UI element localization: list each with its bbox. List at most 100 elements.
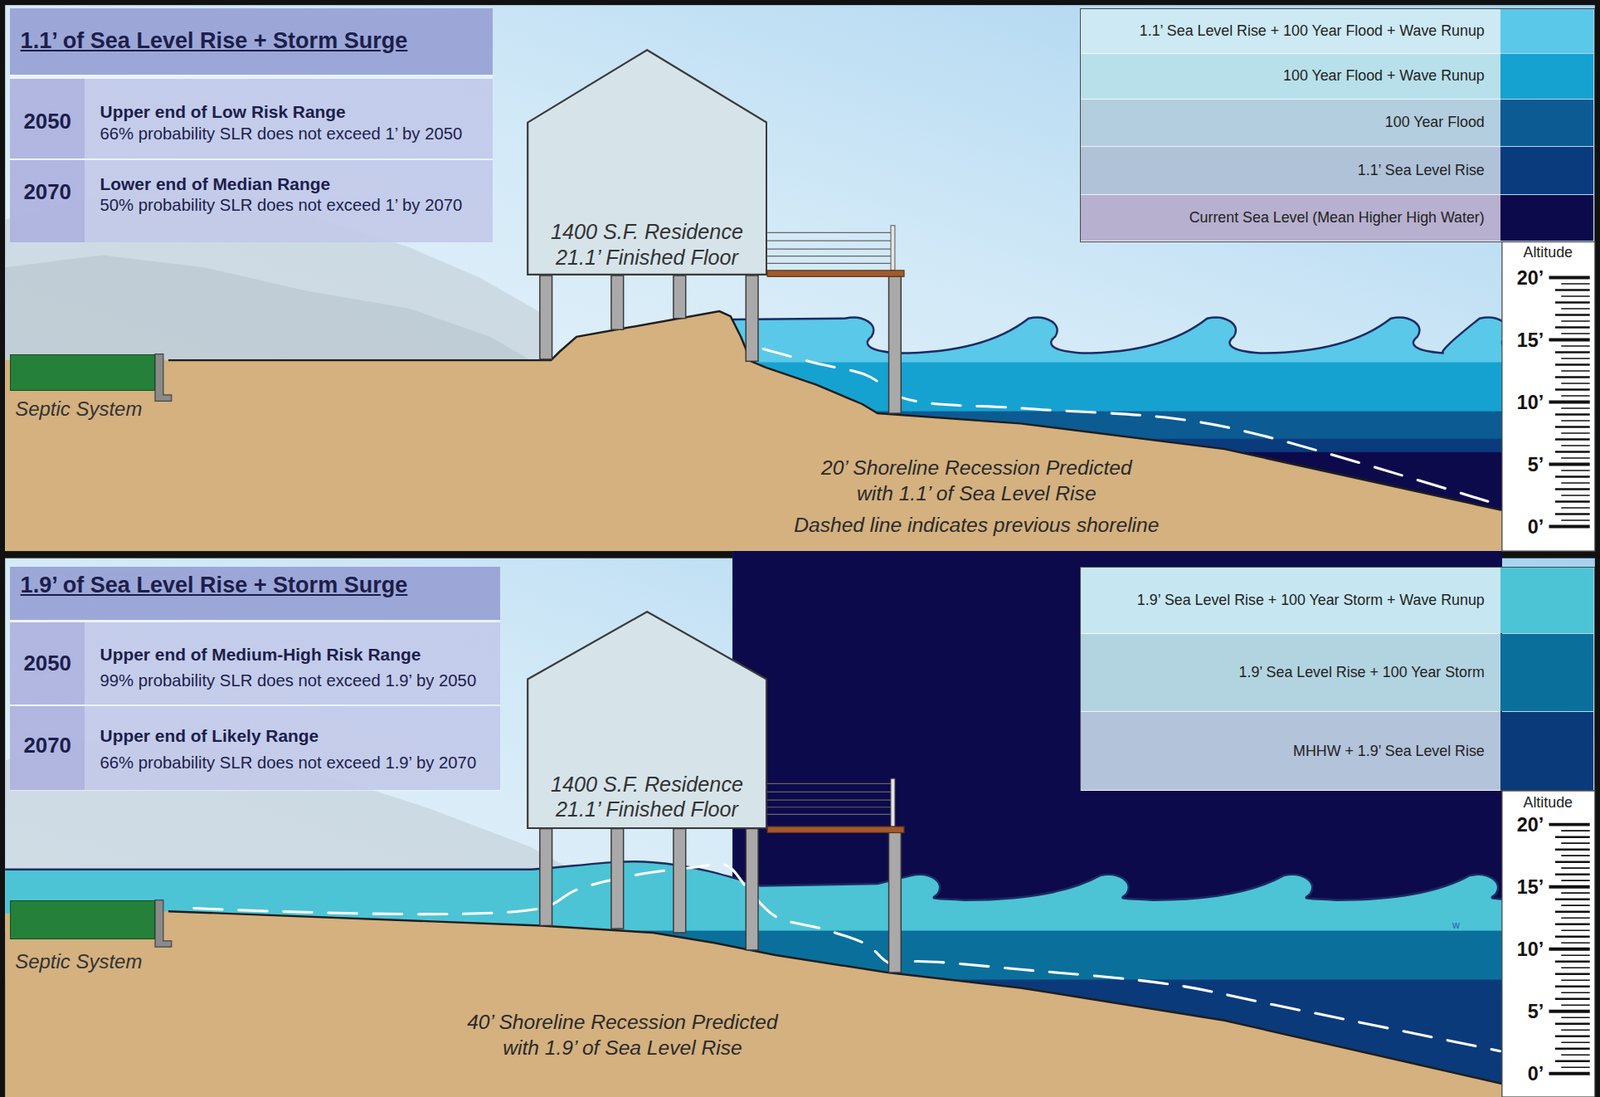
- ground-outline: [168, 311, 1503, 511]
- text-slot: 2050: [23, 108, 71, 135]
- label-slot: 10’: [1517, 390, 1544, 414]
- ruler-tick: [1555, 475, 1591, 477]
- year-label: 2070: [23, 732, 71, 759]
- shoreline-note: Dashed line indicates previous shoreline: [793, 512, 1159, 538]
- text-slot: 21.1’ Finished Floor: [555, 796, 739, 822]
- ruler-tick: [1555, 450, 1591, 453]
- ruler-tick: [1561, 444, 1590, 447]
- ruler-tick: [1561, 941, 1590, 944]
- text-slot: Septic System: [14, 397, 142, 422]
- label-slot: 10’: [1517, 937, 1544, 961]
- deck-railing: [767, 782, 893, 814]
- ruler-tick: [1555, 388, 1591, 390]
- ruler-tick: [1555, 835, 1591, 837]
- text-slot: 21.1’ Finished Floor: [555, 244, 739, 270]
- dashed-shoreline: [194, 863, 1501, 1051]
- ruler-tick: [1561, 1016, 1590, 1018]
- altitude-ruler: [1502, 241, 1596, 551]
- septic-tank: Septic System: [9, 354, 156, 391]
- year-label: 2050: [23, 650, 71, 676]
- water-layers: [4, 860, 1523, 1097]
- text-slot: Septic System: [14, 949, 142, 974]
- recession-note: 40’ Shoreline Recession Predicted with 1…: [457, 1009, 789, 1061]
- text-slot: 1400 S.F. Residence: [550, 218, 744, 244]
- ruler-tick: [1548, 1009, 1590, 1013]
- scenario-row: 2070Upper end of Likely Range66% probabi…: [9, 705, 501, 790]
- ruler-tick: [1561, 841, 1590, 844]
- ruler-tick: [1555, 325, 1591, 328]
- label-slot: 15’: [1517, 328, 1544, 352]
- legend-text: 100 Year Flood: [1385, 113, 1485, 132]
- ruler-tick: [1561, 953, 1590, 956]
- deck-railing: [767, 232, 893, 263]
- house-body: [527, 49, 767, 275]
- ruler-tick: [1561, 394, 1590, 397]
- label-slot: 5’: [1527, 999, 1544, 1023]
- water-surge: [4, 860, 1523, 1097]
- ruler-tick: [1561, 332, 1590, 335]
- ruler-tick: [1555, 375, 1591, 378]
- year-label: 2070: [23, 179, 71, 205]
- septic-label: Septic System: [14, 949, 142, 974]
- rail-post: [890, 778, 895, 827]
- axis-value: 10’: [1517, 390, 1544, 414]
- ruler-tick: [1561, 357, 1590, 360]
- pile: [673, 275, 686, 319]
- wave-outline: [4, 860, 1523, 900]
- pile: [889, 276, 902, 414]
- legend-swatch: [1500, 99, 1594, 146]
- panel-title: 1.1’ of Sea Level Rise + Storm Surge: [20, 27, 409, 54]
- dashed-shoreline: [763, 349, 1500, 506]
- label-slot: 20’: [1517, 266, 1544, 290]
- range-heading: Upper end of Likely Range: [100, 724, 320, 746]
- axis-value: 10’: [1517, 937, 1544, 961]
- ruler-tick: [1561, 457, 1590, 459]
- ruler-tick: [1561, 854, 1590, 856]
- ruler-tick: [1555, 487, 1591, 490]
- text-slot: Lower end of Median Range: [100, 173, 331, 195]
- ruler-tick: [1548, 885, 1590, 889]
- pile: [611, 275, 624, 330]
- ruler-tick: [1555, 288, 1591, 291]
- legend-text: 1.1’ Sea Level Rise + 100 Year Flood + W…: [1139, 22, 1485, 40]
- building-label: 21.1’ Finished Floor: [555, 796, 739, 822]
- altitude-ruler: [1502, 790, 1596, 1097]
- ruler-tick: [1555, 909, 1591, 912]
- pile: [539, 275, 553, 360]
- ruler-tick: [1548, 1071, 1590, 1075]
- ruler-tick: [1555, 972, 1591, 974]
- ruler-tick: [1555, 350, 1591, 353]
- ruler-tick: [1555, 959, 1591, 962]
- text-slot: Upper end of Low Risk Range: [100, 101, 346, 122]
- ruler-tick: [1555, 512, 1591, 515]
- legend-swatch: [1500, 146, 1594, 195]
- building-label: 21.1’ Finished Floor: [555, 244, 739, 270]
- legend-text: Current Sea Level (Mean Higher High Wate…: [1189, 209, 1485, 227]
- ruler-tick: [1555, 934, 1591, 937]
- pile: [539, 828, 553, 926]
- label-slot: Dashed line indicates previous shoreline: [793, 512, 1159, 538]
- legend-row: 100 Year Flood: [1080, 99, 1502, 147]
- rail-post: [890, 225, 895, 271]
- legend-row: 1.9’ Sea Level Rise + 100 Year Storm: [1080, 633, 1502, 713]
- ruler-tick: [1561, 879, 1590, 881]
- label-slot: 15’: [1517, 875, 1544, 899]
- ruler-tick: [1561, 1003, 1590, 1006]
- septic-bracket: [155, 354, 172, 402]
- ruler-tick: [1555, 897, 1591, 900]
- ruler-tick: [1555, 860, 1591, 862]
- ruler-tick: [1561, 891, 1590, 894]
- ruler-tick: [1555, 996, 1591, 999]
- ruler-tick: [1561, 369, 1590, 372]
- pile: [889, 831, 902, 973]
- previous-shoreline: [194, 863, 1501, 1051]
- legend-text: 1.9’ Sea Level Rise + 100 Year Storm + W…: [1137, 591, 1485, 609]
- ruler-tick: [1561, 1040, 1590, 1043]
- ruler-tick: [1555, 313, 1591, 316]
- legend-swatch: [1500, 53, 1594, 99]
- ruler-tick: [1555, 500, 1591, 502]
- ruler-tick: [1561, 307, 1590, 310]
- mountain: [4, 254, 531, 360]
- legend-row: 1.1’ Sea Level Rise + 100 Year Flood + W…: [1080, 9, 1502, 54]
